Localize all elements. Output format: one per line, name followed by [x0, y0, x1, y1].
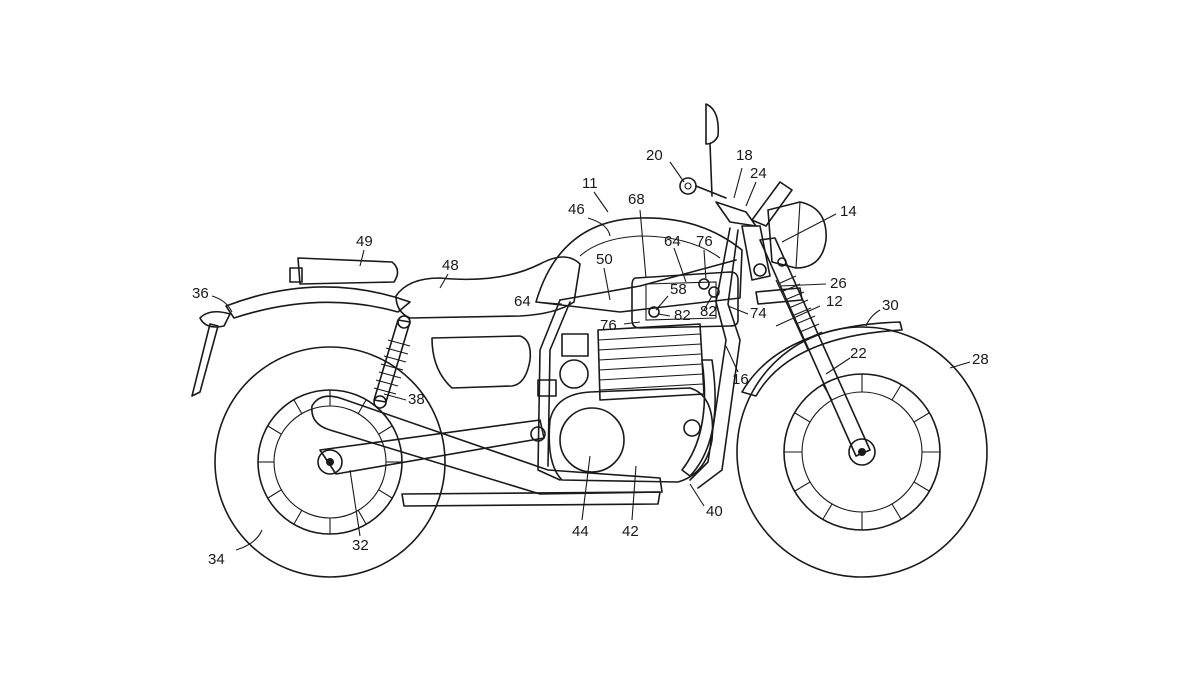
label-76-bottom: 76: [600, 317, 617, 334]
rear-fender: [191, 257, 411, 397]
label-40: 40: [706, 503, 723, 520]
label-16: 16: [732, 371, 749, 388]
fuel-tank: [535, 217, 743, 329]
label-48: 48: [442, 257, 459, 274]
label-68: 68: [628, 191, 645, 208]
label-30: 30: [882, 297, 899, 314]
swingarm: [319, 419, 545, 475]
label-11: 11: [582, 175, 598, 192]
label-32: 32: [352, 537, 369, 554]
label-82-left: 82: [674, 307, 691, 324]
label-64-top: 64: [664, 233, 681, 250]
label-36: 36: [192, 285, 209, 302]
label-34: 34: [208, 551, 225, 568]
label-20: 20: [646, 147, 663, 164]
engine: [530, 323, 714, 483]
label-76-top: 76: [696, 233, 713, 250]
seat: [395, 256, 581, 319]
label-26: 26: [830, 275, 847, 292]
label-74: 74: [750, 305, 767, 322]
mirror: [679, 103, 727, 199]
front-wheel: [736, 326, 988, 578]
reference-labels: 11 12 14 16 18 20 22 24 26 28 30 32 34 3…: [192, 147, 989, 568]
label-58: 58: [670, 281, 687, 298]
rear-shock: [373, 315, 411, 409]
rear-wheel: [214, 346, 446, 578]
label-46: 46: [568, 201, 585, 218]
leader-lines: [211, 161, 971, 551]
label-18: 18: [736, 147, 753, 164]
frame: [537, 227, 741, 489]
label-24: 24: [750, 165, 767, 182]
label-28: 28: [972, 351, 989, 368]
label-49: 49: [356, 233, 373, 250]
headlight: [767, 201, 827, 269]
label-64-left: 64: [514, 293, 531, 310]
handlebar: [715, 181, 793, 281]
label-14: 14: [840, 203, 857, 220]
label-22: 22: [850, 345, 867, 362]
label-50: 50: [596, 251, 613, 268]
label-82-right: 82: [700, 303, 717, 320]
label-12: 12: [826, 293, 843, 310]
front-fender: [741, 321, 903, 397]
label-42: 42: [622, 523, 639, 540]
exhaust: [311, 359, 716, 507]
label-38: 38: [408, 391, 425, 408]
side-cover: [431, 335, 532, 389]
label-44: 44: [572, 523, 589, 540]
